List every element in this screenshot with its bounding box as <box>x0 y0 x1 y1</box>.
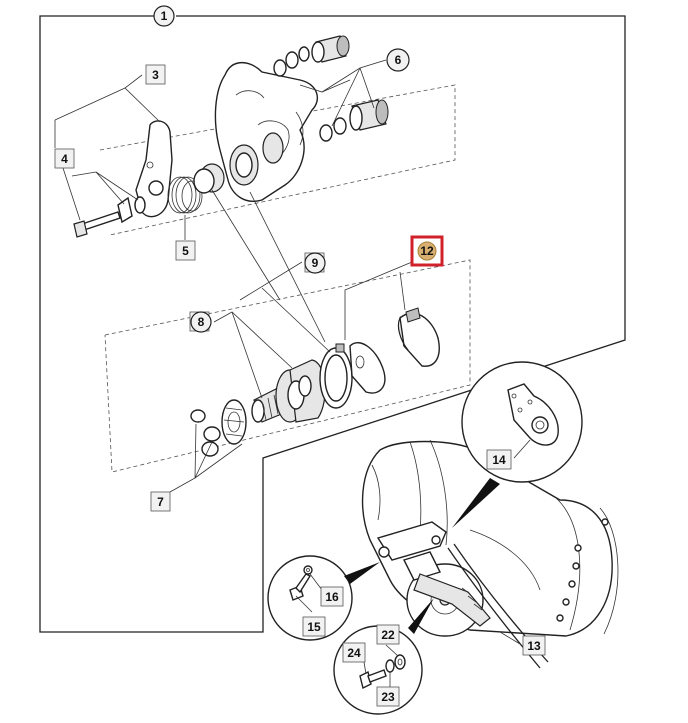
detail-pointer-22-24 <box>408 598 434 634</box>
callout-6[interactable]: 6 <box>386 48 410 72</box>
callout-23[interactable]: 23 <box>376 686 400 707</box>
leader-4 <box>62 167 81 221</box>
callout-22[interactable]: 22 <box>376 624 400 645</box>
detail-circle-15-16 <box>267 555 353 641</box>
rotor-8 <box>275 359 326 423</box>
svg-text:13: 13 <box>527 639 541 653</box>
friction-pad-12 <box>397 307 440 367</box>
callout-3[interactable]: 3 <box>145 64 166 85</box>
callout-13[interactable]: 13 <box>522 635 546 656</box>
svg-text:6: 6 <box>395 53 402 67</box>
seal-ring-9 <box>319 343 353 409</box>
svg-text:14: 14 <box>492 453 506 467</box>
svg-text:9: 9 <box>312 256 319 270</box>
leader-6 <box>299 59 387 93</box>
brake-lever-bracket <box>376 521 491 627</box>
bolt-4 <box>73 211 121 238</box>
svg-text:15: 15 <box>307 620 321 634</box>
o-rings-7 <box>190 409 221 457</box>
detail-pointer-14 <box>452 478 500 528</box>
svg-text:8: 8 <box>198 315 205 329</box>
washers-22-23 <box>385 654 406 673</box>
callout-12-highlighted[interactable]: 12 <box>410 235 444 267</box>
disc-7 <box>221 399 247 445</box>
leader-9 <box>239 261 303 301</box>
leader-3 <box>54 74 143 121</box>
detail-pointer-15-16 <box>344 562 380 584</box>
svg-text:4: 4 <box>61 152 68 166</box>
bolt-15 <box>289 573 312 601</box>
assembly-frame <box>39 15 626 633</box>
pad-plate-12 <box>349 342 386 394</box>
callout-7[interactable]: 7 <box>150 491 171 512</box>
callout-1[interactable]: 1 <box>153 5 175 27</box>
leader-13 <box>499 631 521 645</box>
washer-parts-4 <box>117 196 146 224</box>
svg-text:7: 7 <box>157 495 164 509</box>
callout-5[interactable]: 5 <box>175 240 196 261</box>
callout-8[interactable]: 8 <box>189 311 212 333</box>
dashed-boundary-upper <box>99 84 456 236</box>
seal-rings-6 <box>273 46 347 142</box>
svg-text:24: 24 <box>347 646 361 660</box>
dashed-boundary-lower <box>104 259 471 473</box>
svg-text:5: 5 <box>182 244 189 258</box>
callout-24[interactable]: 24 <box>342 642 366 663</box>
housing-flange-bolts <box>556 518 609 622</box>
callout-16[interactable]: 16 <box>320 586 344 607</box>
svg-text:12: 12 <box>420 244 434 258</box>
bushing-5 <box>193 163 225 194</box>
spring-coil <box>167 176 203 214</box>
svg-text:16: 16 <box>325 590 339 604</box>
caliper-bracket <box>214 61 319 202</box>
washer-16 <box>303 565 313 575</box>
callout-9[interactable]: 9 <box>304 252 326 274</box>
bracket-plate-14 <box>507 383 559 446</box>
pistons-6 <box>311 35 389 131</box>
svg-text:22: 22 <box>381 628 395 642</box>
callout-15[interactable]: 15 <box>302 616 326 637</box>
svg-text:23: 23 <box>381 690 395 704</box>
callout-14[interactable]: 14 <box>486 449 512 470</box>
leader-12 <box>344 261 413 340</box>
leader-7 <box>169 423 197 493</box>
callout-4[interactable]: 4 <box>54 148 75 169</box>
leader-8 <box>213 311 293 369</box>
svg-text:1: 1 <box>161 9 168 23</box>
bolt-24 <box>359 669 387 690</box>
svg-text:3: 3 <box>152 68 159 82</box>
leader-14 <box>513 439 531 459</box>
